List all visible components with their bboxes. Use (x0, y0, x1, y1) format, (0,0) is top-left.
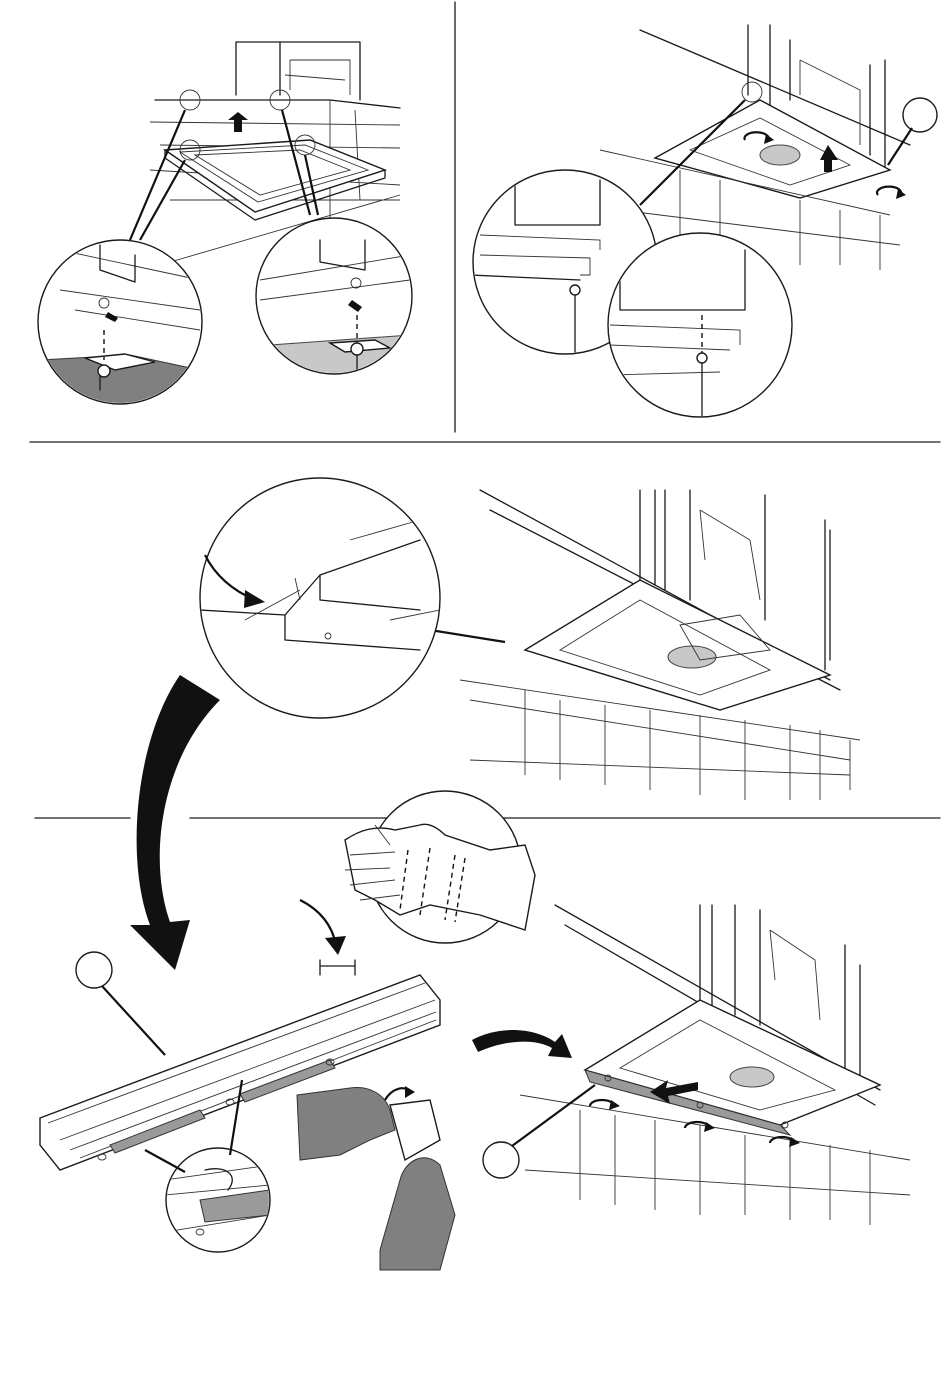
hands-peeling (297, 1086, 455, 1270)
hood-fan (668, 646, 716, 668)
cabinet-door (700, 510, 760, 600)
tape-backing (390, 1100, 440, 1160)
glove-detail (345, 791, 535, 943)
leader-line (512, 1085, 595, 1146)
panel-step-1 (38, 42, 412, 420)
arrow-up-icon (228, 112, 248, 132)
hand-right (380, 1158, 455, 1270)
curved-arrow-icon (472, 1030, 572, 1058)
cabinet-bottom-edge (155, 100, 400, 108)
hood-fan (760, 145, 800, 165)
zoom-detail (200, 478, 440, 718)
callout-circle-icon (483, 1142, 519, 1178)
wall-cabinet (236, 42, 360, 100)
zoom-detail-right (256, 218, 412, 380)
leader-line (102, 986, 165, 1055)
dimension-mark (320, 960, 355, 975)
hood-fan (730, 1067, 774, 1087)
leader-line (430, 630, 505, 642)
cabinet-door (770, 930, 820, 1020)
wall-tiles (460, 680, 860, 800)
hood-underside (525, 580, 830, 710)
callout-circle-icon (903, 98, 937, 132)
cabinet-door (285, 60, 350, 95)
zoom-detail-right (608, 233, 792, 420)
callout-circle-icon (76, 952, 112, 988)
hand-left (297, 1087, 395, 1160)
panel-step-2 (470, 25, 937, 420)
curved-arrow-icon (130, 675, 220, 970)
adhesive-strip (40, 960, 440, 1170)
panel-step-4 (40, 791, 910, 1270)
zoom-detail-left (38, 240, 202, 420)
